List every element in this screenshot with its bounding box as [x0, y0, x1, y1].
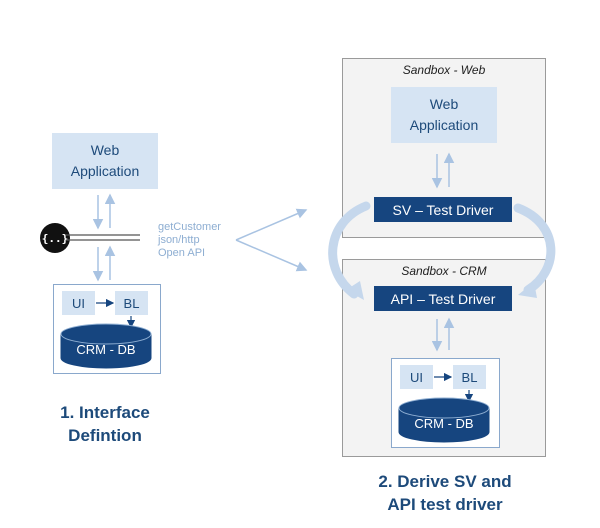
web-application-box: Web Application — [52, 133, 158, 189]
sandbox-web-title: Sandbox - Web — [402, 63, 486, 77]
sandbox-bl-label: BL — [461, 369, 478, 385]
web-application-line1: Web — [90, 142, 120, 158]
sandbox-web-application-line1: Web — [429, 96, 459, 112]
sandbox-bl-box: BL — [453, 365, 486, 389]
caption-line1: 1. Interface — [60, 403, 150, 422]
cycle-arrow-right-head — [518, 282, 537, 298]
left-crm-db-cylinder — [60, 323, 152, 369]
sandbox-crm-db-label: CRM - DB — [399, 416, 489, 431]
bl-box: BL — [115, 291, 148, 315]
derive-line-upper — [235, 208, 308, 241]
sandbox-web-application-line2: Application — [409, 117, 479, 133]
cycle-arrow-right — [513, 203, 556, 295]
annotation-standard: Open API — [158, 247, 206, 259]
openapi-icon: {..} — [40, 223, 70, 253]
sandbox-ui-box: UI — [400, 365, 433, 389]
caption-derive-line1: 2. Derive SV and — [378, 472, 512, 491]
sandbox-ui-label: UI — [410, 369, 423, 385]
cycle-arrow-left-head — [346, 281, 364, 300]
annotation-operation: getCustomer — [158, 221, 221, 233]
cycle-arrow-left — [328, 201, 371, 299]
bl-label: BL — [123, 295, 140, 311]
annotation-format: json/http — [158, 234, 200, 246]
crm-db-label: CRM - DB — [61, 342, 151, 357]
sv-test-driver-box: SV – Test Driver — [374, 197, 512, 222]
openapi-icon-label: {..} — [41, 231, 69, 245]
sandbox-crm-db-text: CRM - DB — [414, 416, 474, 431]
caption-derive-sv: 2. Derive SV and API test driver — [340, 470, 550, 516]
ui-label: UI — [72, 295, 85, 311]
web-application-line2: Application — [70, 163, 140, 179]
interface-annotation: getCustomer json/http Open API — [158, 221, 238, 260]
ui-box: UI — [62, 291, 95, 315]
caption-interface-definition: 1. Interface Defintion — [25, 401, 185, 447]
sv-test-driver-label: SV – Test Driver — [392, 201, 494, 218]
sandbox-web-application-box: Web Application — [391, 87, 497, 143]
derive-line-lower — [235, 239, 308, 272]
sandbox-crm-title: Sandbox - CRM — [401, 264, 487, 278]
api-test-driver-box: API – Test Driver — [374, 286, 512, 311]
caption-line2: Defintion — [68, 426, 142, 445]
api-test-driver-label: API – Test Driver — [390, 290, 496, 307]
crm-db-text: CRM - DB — [76, 342, 136, 357]
caption-derive-line2: API test driver — [387, 495, 503, 514]
sandbox-crm-db-cylinder — [398, 397, 490, 443]
